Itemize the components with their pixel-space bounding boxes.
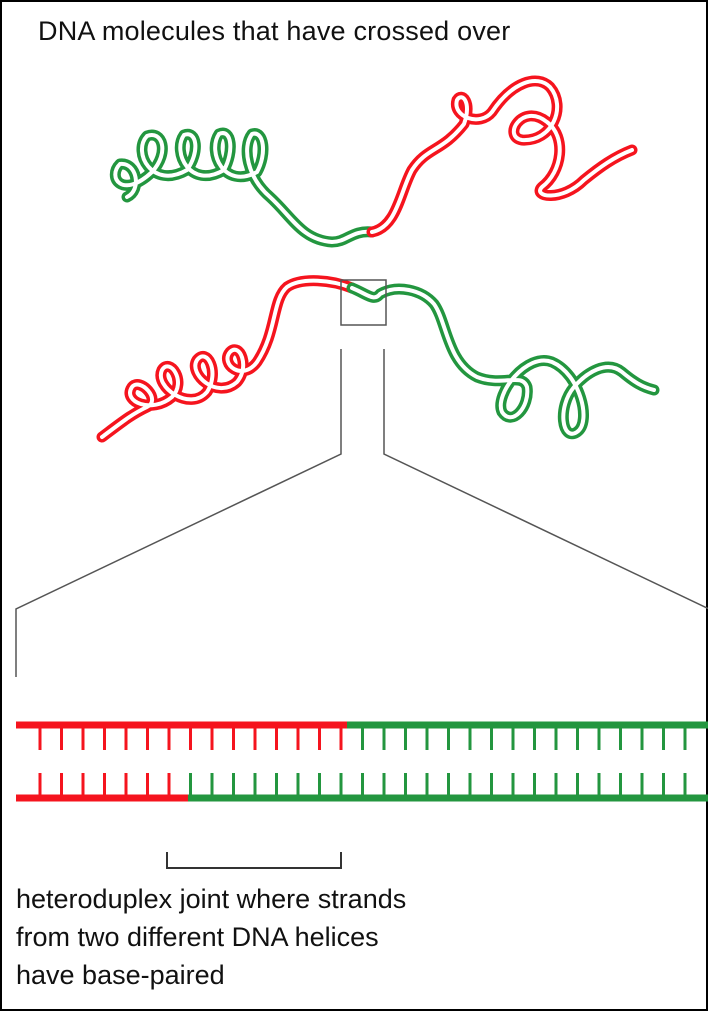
caption-line-3: have base-paired bbox=[16, 960, 225, 990]
lower-dna-molecule bbox=[102, 281, 654, 437]
caption-line-2: from two different DNA helices bbox=[16, 922, 379, 952]
caption-line-1: heteroduplex joint where strands bbox=[16, 884, 407, 914]
heteroduplex-double-strand bbox=[16, 721, 708, 802]
heteroduplex-joint-bracket bbox=[166, 852, 342, 869]
zoom-expansion-lines bbox=[15, 349, 708, 677]
upper-dna-molecule bbox=[115, 81, 632, 242]
base-pair-ticks-bottom bbox=[38, 773, 687, 798]
heteroduplex-caption: heteroduplex joint where strands from tw… bbox=[16, 880, 406, 994]
diagram-title: DNA molecules that have crossed over bbox=[38, 16, 511, 46]
zoom-box bbox=[340, 279, 387, 326]
base-pair-ticks-top bbox=[38, 725, 687, 750]
